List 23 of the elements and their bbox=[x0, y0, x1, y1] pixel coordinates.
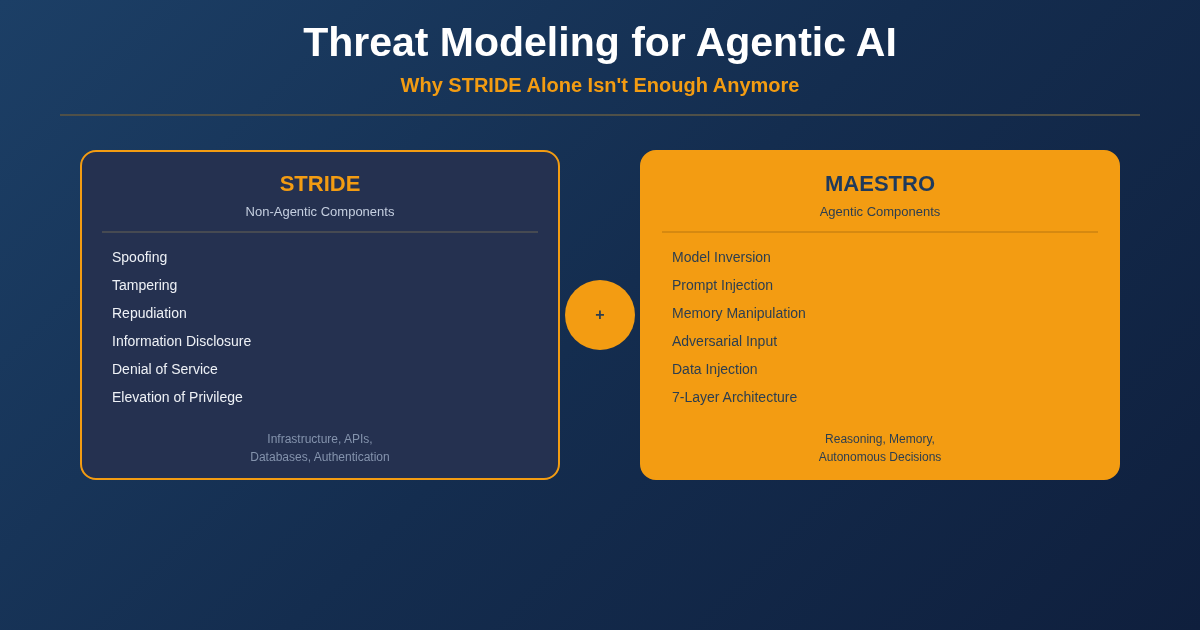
threat-item: Repudiation bbox=[112, 304, 187, 323]
plus-sign: + bbox=[595, 307, 605, 323]
page-subtitle: Why STRIDE Alone Isn't Enough Anymore bbox=[400, 73, 800, 97]
threat-item: Prompt Injection bbox=[672, 276, 774, 295]
threat-item: Adversarial Input bbox=[672, 332, 778, 351]
card-heading: STRIDE bbox=[279, 170, 361, 198]
page-title: Threat Modeling for Agentic AI bbox=[303, 18, 897, 67]
threat-item: Model Inversion bbox=[672, 248, 771, 267]
card-footnote: Infrastructure, APIs, Databases, Authentication bbox=[249, 431, 391, 466]
threat-item: Memory Manipulation bbox=[672, 304, 806, 323]
threat-item: Spoofing bbox=[112, 248, 168, 267]
threat-item: Information Disclosure bbox=[112, 332, 252, 351]
framework-card bbox=[80, 150, 560, 480]
framework-card bbox=[640, 150, 1120, 480]
card-subtitle: Non-Agentic Components bbox=[245, 203, 395, 221]
threat-item: 7-Layer Architecture bbox=[672, 388, 798, 407]
threat-item: Tampering bbox=[112, 276, 178, 295]
card-subtitle: Agentic Components bbox=[819, 203, 941, 221]
card-heading: MAESTRO bbox=[825, 170, 935, 198]
card-footnote: Reasoning, Memory, Autonomous Decisions bbox=[817, 431, 943, 466]
threat-item: Denial of Service bbox=[112, 360, 218, 379]
threat-item: Elevation of Privilege bbox=[112, 388, 243, 407]
threat-item: Data Injection bbox=[672, 360, 758, 379]
